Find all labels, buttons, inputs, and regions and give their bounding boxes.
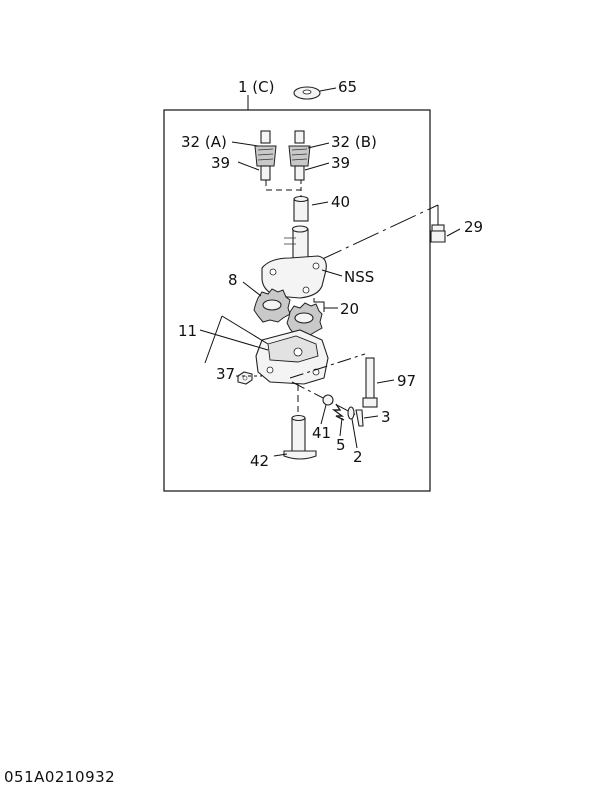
label-shaft: 40 (331, 193, 350, 211)
label-bolt-top: 29 (464, 218, 483, 236)
assembly-frame (163, 109, 431, 492)
label-ball: 41 (312, 424, 331, 442)
label-nss: NSS (344, 268, 374, 286)
label-gear-a: 32 (A) (181, 133, 227, 151)
label-gear-right: 20 (340, 300, 359, 318)
washer-65 (293, 86, 337, 100)
label-gear-left: 8 (228, 271, 238, 289)
label-gear-b: 32 (B) (331, 133, 377, 151)
label-pin-a: 39 (211, 154, 230, 172)
gear-8 (242, 281, 291, 323)
clip-3 (355, 409, 379, 427)
bolt-97 (362, 357, 395, 408)
bolt-29 (315, 204, 461, 263)
gear-guide-line (265, 180, 302, 198)
gear-32b (288, 130, 330, 181)
gear-20 (286, 298, 338, 336)
diagram-code: 051A0210932 (4, 768, 116, 786)
label-clip: 3 (381, 408, 391, 426)
label-body: 11 (178, 322, 197, 340)
split-pin-2 (347, 406, 358, 449)
label-split-pin: 2 (353, 448, 363, 466)
label-nut: 37 (216, 365, 235, 383)
label-bolt-long: 97 (397, 372, 416, 390)
spring-5 (331, 403, 345, 437)
label-washer: 65 (338, 78, 357, 96)
label-strainer: 42 (250, 452, 269, 470)
ball-41 (320, 394, 334, 425)
nut-37 (236, 371, 262, 385)
pump-body-11 (199, 315, 329, 385)
shaft-40 (293, 195, 329, 222)
pump-upper-housing (261, 225, 343, 299)
label-assembly: 1 (C) (238, 78, 275, 96)
strainer-42 (273, 414, 317, 460)
label-spring: 5 (336, 436, 346, 454)
label-pin-b: 39 (331, 154, 350, 172)
gear-32a (231, 130, 277, 181)
